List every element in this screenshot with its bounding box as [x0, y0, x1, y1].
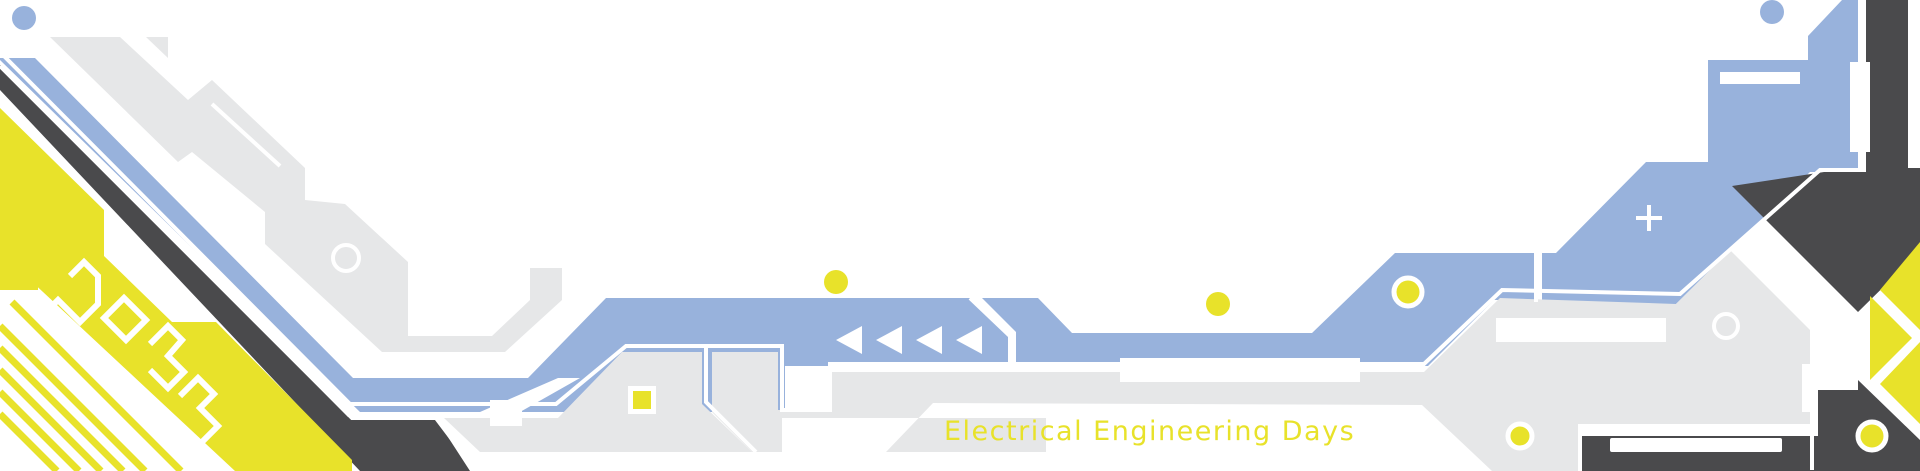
- white-bar-bottom-right: [1610, 438, 1782, 452]
- plus-icon: [794, 373, 820, 399]
- yellow-shape-left: [0, 108, 352, 471]
- yellow-diamond-right-1: [1880, 242, 1920, 330]
- event-tagline: Electrical Engineering Days: [944, 416, 1356, 447]
- blue-dot-top-right: [1760, 0, 1784, 24]
- gray-structure-left: [50, 37, 562, 352]
- yellow-dot-center: [1206, 292, 1230, 316]
- plus-icon: [1636, 205, 1662, 231]
- triple-left-arrow-icon: [836, 326, 982, 354]
- white-traces: [0, 50, 1866, 471]
- white-bar-center: [1120, 358, 1360, 382]
- ring-gray: [331, 243, 361, 273]
- ring-gray-right: [1712, 312, 1740, 340]
- charcoal-band-left: [0, 65, 470, 471]
- ring-yellow: [1391, 275, 1425, 309]
- yellow-diamond-right-2: [1870, 296, 1912, 380]
- gray-panel: [712, 352, 833, 452]
- logo-mark: [39, 257, 223, 449]
- charcoal-block-right-top: [1866, 0, 1908, 168]
- ring-yellow-right: [1855, 419, 1889, 453]
- yellow-shape-left-top: [0, 108, 38, 290]
- white-bar-right: [1496, 318, 1666, 342]
- white-bar-top-right: [1720, 72, 1800, 84]
- white-bar-vertical-right-2: [1802, 364, 1816, 412]
- yellow-stripes: [0, 299, 184, 471]
- blue-dot-top-left: [12, 6, 36, 30]
- yellow-square-inner: [633, 391, 651, 409]
- gray-tab: [146, 37, 168, 58]
- yellow-dot-center-left: [824, 270, 848, 294]
- white-bar-left: [490, 400, 522, 426]
- ring-yellow-bottom: [1505, 421, 1535, 451]
- white-bar-vertical-right: [1850, 62, 1870, 152]
- blue-band-main: [0, 58, 1012, 412]
- gray-strip-bottom: [444, 250, 1810, 471]
- yellow-diamond-right-3: [1880, 342, 1920, 424]
